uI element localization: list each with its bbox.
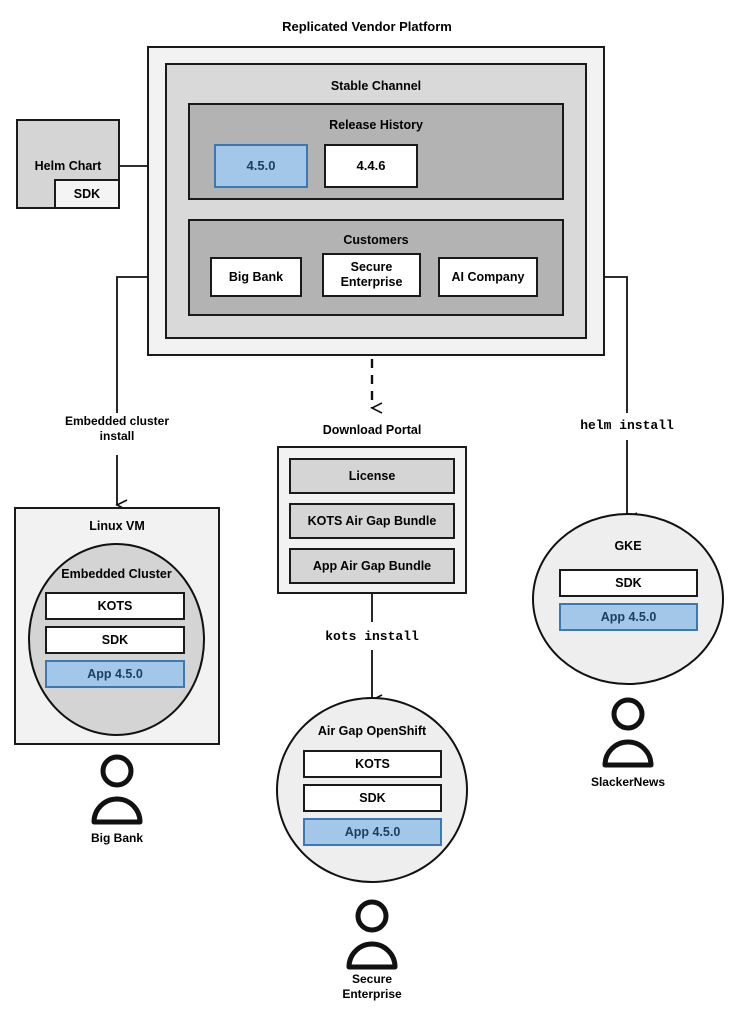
openshift-component-app[interactable]: App 4.5.0 xyxy=(303,818,442,846)
download-item-license[interactable]: License xyxy=(289,458,455,494)
customers-title: Customers xyxy=(343,233,409,247)
avatar-slackernews xyxy=(602,697,654,768)
helm-chart-label: Helm Chart xyxy=(34,159,102,173)
openshift-component-kots[interactable]: KOTS xyxy=(303,750,442,778)
gke-title: GKE xyxy=(614,539,642,553)
page-title: Replicated Vendor Platform xyxy=(282,19,452,34)
gke-component-app[interactable]: App 4.5.0 xyxy=(559,603,698,631)
linux-vm-component-sdk[interactable]: SDK xyxy=(45,626,185,654)
release-item-4-4-6[interactable]: 4.4.6 xyxy=(324,144,418,188)
linux-vm-title: Linux VM xyxy=(89,519,145,533)
embedded-cluster-title: Embedded Cluster xyxy=(61,567,172,581)
gke-component-sdk[interactable]: SDK xyxy=(559,569,698,597)
helm-chart-sdk-box[interactable]: SDK xyxy=(54,179,120,209)
openshift-component-sdk[interactable]: SDK xyxy=(303,784,442,812)
actor-label-slackernews: SlackerNews xyxy=(590,775,666,789)
linux-vm-component-app[interactable]: App 4.5.0 xyxy=(45,660,185,688)
air-gap-openshift-title: Air Gap OpenShift xyxy=(317,724,427,738)
customer-ai-company[interactable]: AI Company xyxy=(438,257,538,297)
release-item-4-5-0[interactable]: 4.5.0 xyxy=(214,144,308,188)
download-item-app-air-gap-bundle[interactable]: App Air Gap Bundle xyxy=(289,548,455,584)
actor-label-secure-enterprise: Secure Enterprise xyxy=(342,972,402,1001)
customer-secure-enterprise[interactable]: Secure Enterprise xyxy=(322,253,421,297)
gke-ellipse xyxy=(532,513,724,685)
actor-label-big-bank: Big Bank xyxy=(90,831,143,845)
avatar-secure-enterprise xyxy=(346,899,398,970)
stable-channel-title: Stable Channel xyxy=(330,79,422,93)
edge-label-embedded-cluster-install: Embedded cluster install xyxy=(64,414,170,443)
customer-big-bank[interactable]: Big Bank xyxy=(210,257,302,297)
download-item-kots-air-gap-bundle[interactable]: KOTS Air Gap Bundle xyxy=(289,503,455,539)
edge-label-helm-install: helm install xyxy=(580,418,674,433)
edge-label-kots-install: kots install xyxy=(325,629,419,644)
download-portal-title: Download Portal xyxy=(322,423,422,437)
avatar-big-bank xyxy=(91,754,143,825)
release-history-title: Release History xyxy=(329,118,423,132)
linux-vm-component-kots[interactable]: KOTS xyxy=(45,592,185,620)
